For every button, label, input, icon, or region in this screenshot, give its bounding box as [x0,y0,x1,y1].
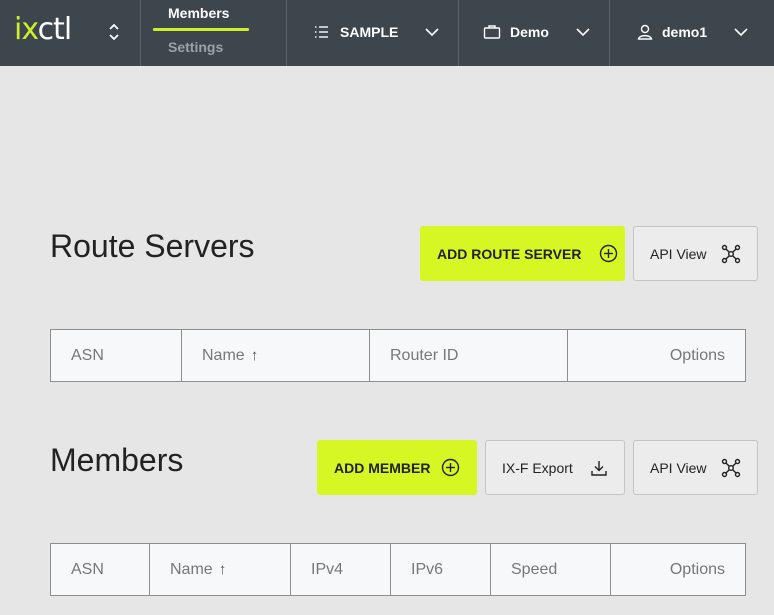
add-member-label: ADD MEMBER [334,459,431,476]
user-menu-label: demo1 [662,24,708,40]
org-selector-dropdown[interactable]: Demo [459,0,610,66]
sort-ascending-icon: ↑ [218,561,227,578]
column-header-speed[interactable]: Speed [491,544,611,595]
ixctl-logo[interactable]: ixctl [14,12,72,47]
add-route-server-button[interactable]: ADD ROUTE SERVER [420,226,625,281]
add-route-server-label: ADD ROUTE SERVER [437,245,582,262]
brand-cell: ixctl [0,0,141,66]
add-member-button[interactable]: ADD MEMBER [317,440,477,495]
plus-circle-icon [441,458,460,477]
members-title: Members [50,442,184,478]
sort-ascending-icon: ↑ [250,347,259,364]
column-header-asn[interactable]: ASN [51,330,182,381]
list-icon [315,26,328,38]
chevron-down-icon [425,28,439,37]
column-header-router-id[interactable]: Router ID [370,330,568,381]
download-icon [591,461,607,476]
ixf-export-label: IX-F Export [502,459,573,476]
column-header-name[interactable]: Name↑ [150,544,291,595]
org-selector-label: Demo [510,24,549,40]
members-table-header: ASN Name↑ IPv4 IPv6 Speed Options [50,543,746,596]
api-network-icon [721,458,741,478]
chevron-down-icon [734,28,748,37]
ix-selector-label: SAMPLE [340,24,399,40]
plus-circle-icon [599,244,618,263]
column-header-options: Options [669,346,725,364]
ixf-export-button[interactable]: IX-F Export [485,440,625,495]
column-header-ipv4[interactable]: IPv4 [291,544,391,595]
column-header-name[interactable]: Name↑ [182,330,370,381]
members-api-view-button[interactable]: API View [633,440,758,495]
nav-members-tab[interactable]: Members [168,5,230,21]
main-nav: Members Settings [141,0,287,66]
api-view-label: API View [650,245,707,262]
column-header-ipv6[interactable]: IPv6 [391,544,491,595]
api-network-icon [721,244,741,264]
active-tab-indicator [153,28,249,31]
route-servers-table-header: ASN Name↑ Router ID Options [50,329,746,382]
column-header-asn[interactable]: ASN [51,544,150,595]
briefcase-icon [483,25,501,39]
route-servers-api-view-button[interactable]: API View [633,226,758,281]
column-header-options: Options [669,560,725,578]
api-view-label: API View [650,459,707,476]
user-icon [637,24,653,40]
app-switcher-icon[interactable] [106,21,122,43]
user-menu-dropdown[interactable]: demo1 [610,0,774,66]
top-bar: ixctl Members Settings SAMPLE Demo [0,0,774,66]
nav-settings-tab[interactable]: Settings [168,39,224,55]
ix-selector-dropdown[interactable]: SAMPLE [287,0,459,66]
route-servers-title: Route Servers [50,228,255,264]
chevron-down-icon [576,28,590,37]
